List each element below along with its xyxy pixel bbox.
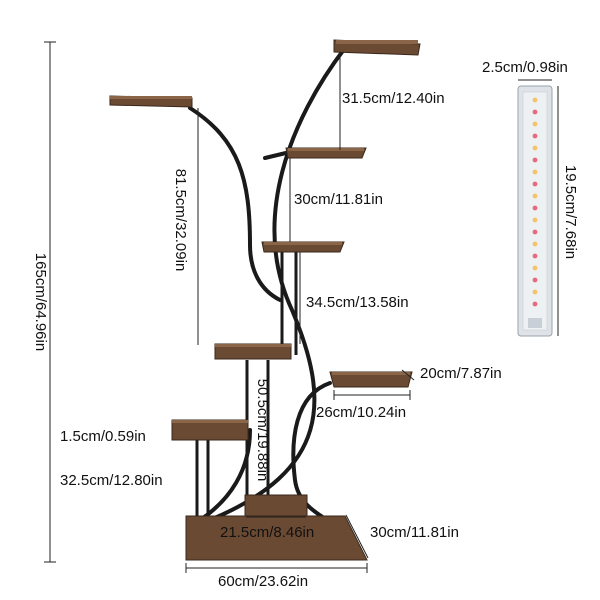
shelf-lower-left [171,419,249,441]
board-thickness-label: 1.5cm/0.59in [60,428,146,445]
shelf-left-top [109,95,193,108]
shelf-second [285,147,367,159]
shelf-width-label: 26cm/10.24in [316,404,406,421]
shelf-depth-label: 20cm/7.87in [420,365,502,382]
shelf-middle-left [214,343,292,360]
base-width-label: 60cm/23.62in [218,573,308,590]
shelf-bottom-small [244,494,308,520]
shelf-right [329,371,413,388]
wood-shelves [109,39,421,561]
shelf-gap-3-label: 34.5cm/13.58in [306,294,409,311]
lower-left-height-label: 32.5cm/12.80in [60,472,163,489]
shelf-third [261,241,345,253]
metal-frame [188,46,347,527]
top-spacing-label: 31.5cm/12.40in [342,90,445,107]
light-width-label: 2.5cm/0.98in [482,59,568,76]
shelf-top [333,39,421,56]
led-diodes [532,97,538,307]
total-height-label: 165cm/64.96in [32,253,49,351]
interior-dimensions: 31.5cm/12.40in 81.5cm/32.09in 30cm/11.81… [60,52,502,590]
shelf-gap-2-label: 30cm/11.81in [294,191,383,208]
base-shelf [185,515,368,561]
base-depth-label: 30cm/11.81in [370,524,459,541]
left-upper-height-label: 81.5cm/32.09in [172,169,189,272]
light-length-label: 19.5cm/7.68in [562,165,579,259]
grow-light-bar: 2.5cm/0.98in 19.5cm/7.68in [482,59,579,337]
total-height-dimension: 165cm/64.96in [32,41,56,563]
base-shelf-width-label: 21.5cm/8.46in [220,524,314,541]
middle-height-label: 50.5cm/19.88in [254,379,271,482]
